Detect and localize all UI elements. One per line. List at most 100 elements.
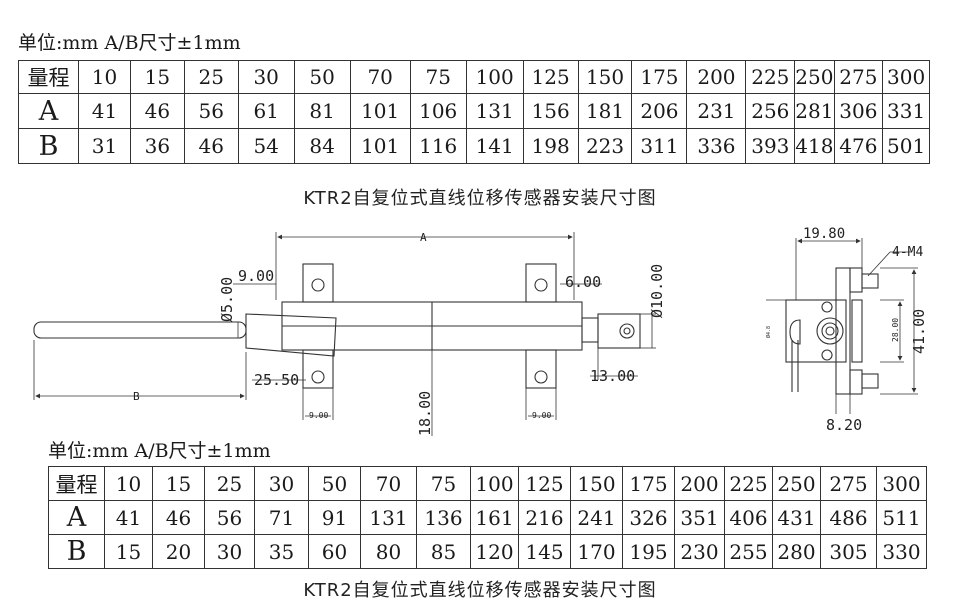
dim-4-m4: 4-M4 (892, 245, 923, 260)
a-cell: 511 (876, 500, 927, 535)
b-cell: 418 (794, 128, 835, 164)
dim-8-2: 8.20 (826, 416, 862, 434)
range-cell: 275 (820, 466, 877, 501)
b-cell: 46 (183, 128, 239, 164)
mount-tab-right-bottom (525, 349, 557, 389)
row-label: A (17, 93, 80, 129)
a-cell: 131 (360, 500, 417, 535)
range-cell: 125 (522, 60, 579, 94)
range-cell: 70 (360, 466, 417, 501)
a-cell: 81 (293, 93, 351, 129)
range-cell: 275 (833, 60, 884, 94)
b-cell: 336 (686, 128, 747, 164)
drawing-title: KTR2自复位式直线位移传感器安装尺寸图 (303, 188, 657, 209)
b-cell: 85 (416, 534, 471, 569)
dim-9-right-small: 9.00 (532, 411, 551, 420)
top-spec-table: 量程 10 15 25 30 50 70 75 100 125 150 175 … (17, 60, 930, 164)
push-rod (33, 321, 247, 339)
range-cell: 15 (152, 466, 205, 501)
range-cell: 10 (78, 60, 131, 94)
range-cell: 175 (622, 466, 675, 501)
dim-41: 41.00 (910, 309, 928, 354)
rod-eye (597, 313, 641, 349)
top-row-range: 量程 10 15 25 30 50 70 75 100 125 150 175 … (17, 60, 930, 94)
a-cell: 241 (570, 500, 623, 535)
dim-13: 13.00 (590, 367, 635, 385)
b-cell: 35 (254, 534, 309, 569)
range-cell: 30 (237, 60, 295, 94)
top-row-b: B 31 36 46 54 84 101 116 141 198 223 311… (17, 128, 930, 164)
b-cell: 198 (522, 128, 579, 164)
bottom-row-b: B 15 20 30 35 60 80 85 120 145 170 195 2… (48, 534, 927, 569)
range-cell: 250 (794, 60, 835, 94)
bottom-unit-label: 单位:mm A/B尺寸±1mm (48, 440, 271, 462)
b-cell: 120 (470, 534, 519, 569)
range-cell: 125 (518, 466, 571, 501)
range-cell: 50 (308, 466, 361, 501)
b-cell: 393 (745, 128, 796, 164)
a-cell: 106 (409, 93, 467, 129)
range-cell: 225 (724, 466, 773, 501)
dim-b: B (133, 390, 140, 403)
a-cell: 131 (465, 93, 524, 129)
range-cell: 70 (349, 60, 411, 94)
b-cell: 36 (129, 128, 185, 164)
dim-d4-8: Ø4.8 (765, 326, 772, 338)
end-view-body (785, 299, 847, 363)
range-cell: 300 (876, 466, 927, 501)
b-cell: 230 (674, 534, 725, 569)
dim-19-8: 19.80 (803, 226, 845, 242)
b-cell: 280 (772, 534, 821, 569)
b-cell: 60 (308, 534, 361, 569)
a-cell: 61 (237, 93, 295, 129)
a-cell: 71 (254, 500, 309, 535)
dim-d5: Ø5.00 (218, 277, 236, 322)
dim-d10: Ø10.00 (648, 264, 666, 318)
dim-18: 18.00 (416, 391, 434, 436)
range-cell: 75 (416, 466, 471, 501)
bottom-spec-table: 量程 10 15 25 30 50 70 75 100 125 150 175 … (48, 466, 927, 569)
b-cell: 305 (820, 534, 877, 569)
top-unit-label: 单位:mm A/B尺寸±1mm (18, 32, 241, 54)
range-cell: 100 (470, 466, 519, 501)
a-cell: 351 (674, 500, 725, 535)
a-cell: 136 (416, 500, 471, 535)
a-cell: 101 (349, 93, 411, 129)
range-cell: 150 (570, 466, 623, 501)
a-cell: 431 (772, 500, 821, 535)
dim-28: 28.00 (891, 318, 900, 342)
b-cell: 330 (876, 534, 927, 569)
a-cell: 161 (470, 500, 519, 535)
dim-9: 9.00 (238, 267, 274, 285)
range-cell: 10 (104, 466, 153, 501)
a-cell: 331 (882, 93, 930, 129)
range-cell: 250 (772, 466, 821, 501)
b-cell: 145 (518, 534, 571, 569)
mount-tab-left-top (302, 263, 334, 303)
end-fitting (581, 317, 599, 343)
a-cell: 256 (745, 93, 796, 129)
b-cell: 255 (724, 534, 773, 569)
a-cell: 41 (78, 93, 131, 129)
b-cell: 116 (409, 128, 467, 164)
range-cell: 225 (745, 60, 796, 94)
top-row-a: A 41 46 56 61 81 101 106 131 156 181 206… (17, 93, 930, 129)
range-cell: 200 (674, 466, 725, 501)
b-cell: 141 (465, 128, 524, 164)
row-label: 量程 (48, 466, 105, 501)
a-cell: 326 (622, 500, 675, 535)
a-cell: 206 (631, 93, 688, 129)
row-label: B (48, 534, 105, 569)
a-cell: 181 (577, 93, 633, 129)
b-cell: 30 (204, 534, 255, 569)
range-cell: 175 (631, 60, 688, 94)
b-cell: 101 (349, 128, 411, 164)
row-label: B (17, 128, 80, 164)
range-cell: 150 (577, 60, 633, 94)
a-cell: 231 (686, 93, 747, 129)
range-cell: 30 (254, 466, 309, 501)
a-cell: 306 (833, 93, 884, 129)
taper-head (245, 313, 337, 357)
dim-9-left-small: 9.00 (309, 411, 328, 420)
dim-6: 6.00 (565, 273, 601, 291)
